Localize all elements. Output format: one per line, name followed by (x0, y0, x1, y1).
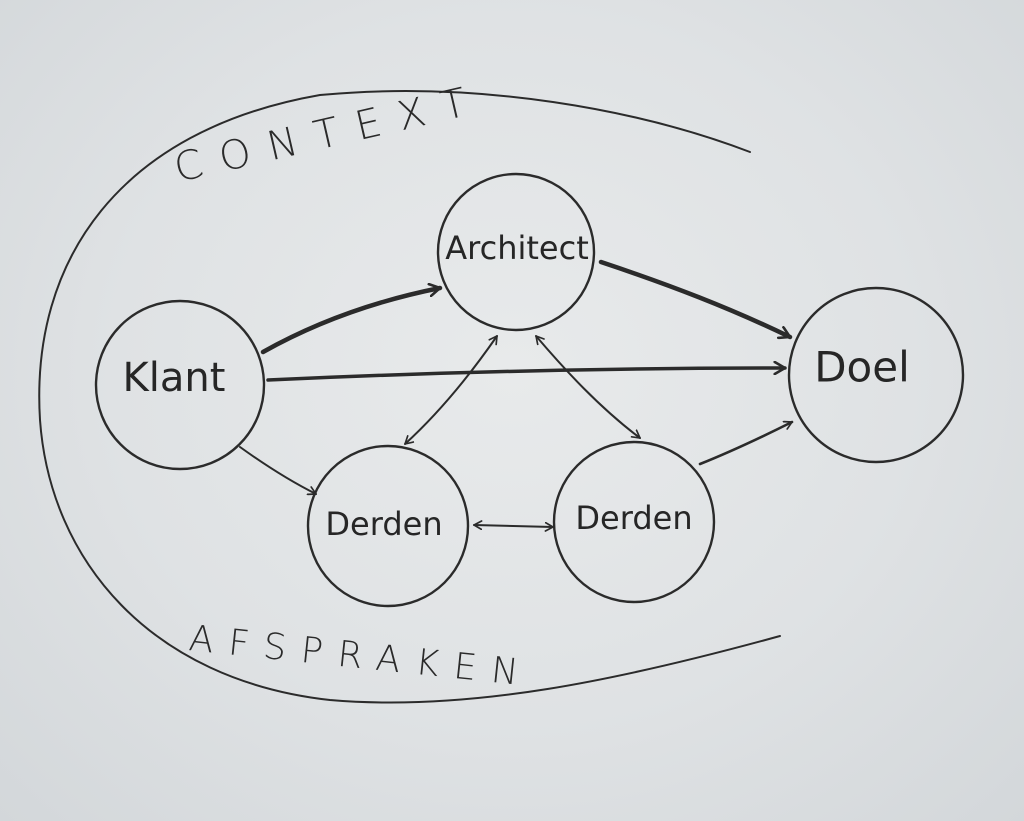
node-label-doel: Doel (814, 343, 910, 392)
node-label-derden-right: Derden (575, 499, 692, 537)
context-boundary-curve (38, 90, 781, 704)
node-derden-right: Derden (552, 440, 716, 604)
node-doel: Doel (787, 286, 965, 464)
arrow-klant-to-doel (266, 368, 787, 382)
context-label: CONTEXT (170, 76, 488, 192)
arrow-architect-to-doel (598, 259, 793, 337)
node-label-klant: Klant (123, 355, 226, 401)
arrow-derden-right-to-doel (698, 420, 794, 466)
arrow-klant-to-derden-left (239, 446, 317, 496)
node-architect: Architect (436, 172, 596, 332)
arrow-architect-derden-left (404, 335, 498, 445)
node-label-derden-left: Derden (325, 505, 442, 543)
node-klant: Klant (94, 299, 266, 471)
arrow-klant-to-architect (260, 288, 443, 355)
arrow-derden-left-derden-right (473, 520, 554, 532)
arrow-architect-derden-right (535, 335, 641, 439)
node-derden-left: Derden (306, 444, 470, 608)
node-label-architect: Architect (445, 229, 588, 267)
afspraken-label: AFSPRAKEN (187, 618, 535, 695)
